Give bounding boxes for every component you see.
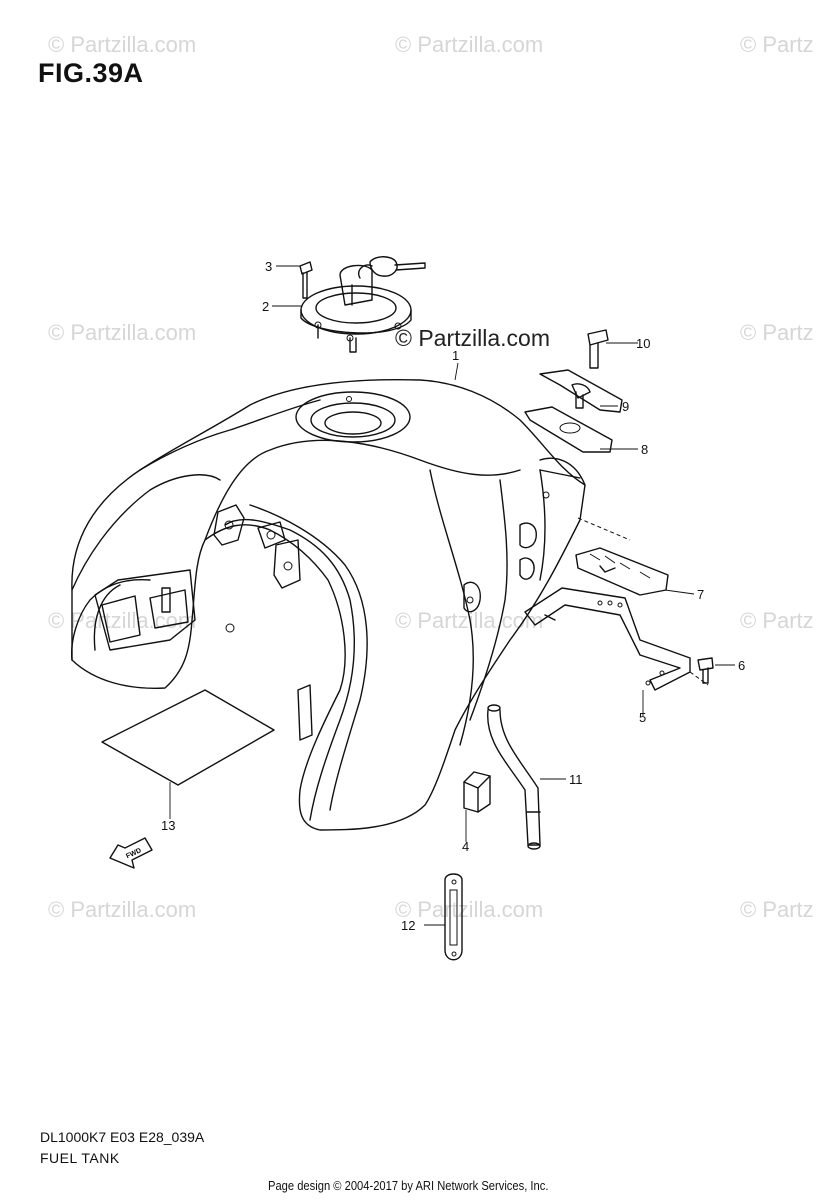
callout-9: 9 [622, 399, 630, 414]
watermark: © Partzilla.com [48, 608, 197, 633]
watermark: © Partzilla.com [48, 320, 197, 345]
hose-part [487, 704, 541, 850]
callout-11: 11 [569, 772, 583, 787]
callout-6: 6 [738, 658, 746, 673]
callout-4: 4 [462, 839, 470, 854]
plate-part [539, 369, 623, 413]
watermark: © Partz [740, 32, 814, 57]
fuel-cap-part [300, 256, 426, 353]
callout-3: 3 [265, 259, 273, 274]
figure-code: DL1000K7 E03 E28_039A [40, 1129, 205, 1145]
watermark: © Partzilla.com [48, 32, 197, 57]
fwd-arrow-icon: FWD [109, 837, 153, 869]
strap-part [444, 873, 463, 961]
watermark: © Partzilla.com [48, 897, 197, 922]
callout-10: 10 [636, 336, 651, 351]
callout-8: 8 [641, 442, 649, 457]
fuel-tank-part [70, 379, 586, 831]
bracket-part [524, 517, 709, 691]
bolt-part [299, 261, 313, 299]
figure-caption: FUEL TANK [40, 1150, 120, 1166]
callout-1: 1 [452, 348, 460, 363]
watermark: © Partz [740, 320, 814, 345]
cushion-part [575, 547, 669, 596]
watermark: © Partzilla.com [395, 897, 544, 922]
bolt-part [587, 329, 609, 369]
callout-7: 7 [697, 587, 705, 602]
callout-12: 12 [401, 918, 416, 933]
callout-13: 13 [161, 818, 176, 833]
watermark-main: © Partzilla.com [395, 325, 550, 351]
callout-2: 2 [262, 299, 270, 314]
watermark: © Partz [740, 897, 814, 922]
cushion-part [463, 771, 491, 813]
callout-5: 5 [639, 710, 647, 725]
screw-part [697, 657, 714, 684]
leader-lines [169, 265, 735, 926]
label-sheet-part [101, 689, 275, 786]
page-footer: Page design © 2004-2017 by ARI Network S… [268, 1178, 549, 1193]
cushion-part [524, 406, 613, 453]
figure-title: FIG.39A [38, 58, 144, 88]
watermark: © Partzilla.com [395, 32, 544, 57]
watermark: © Partz [740, 608, 814, 633]
